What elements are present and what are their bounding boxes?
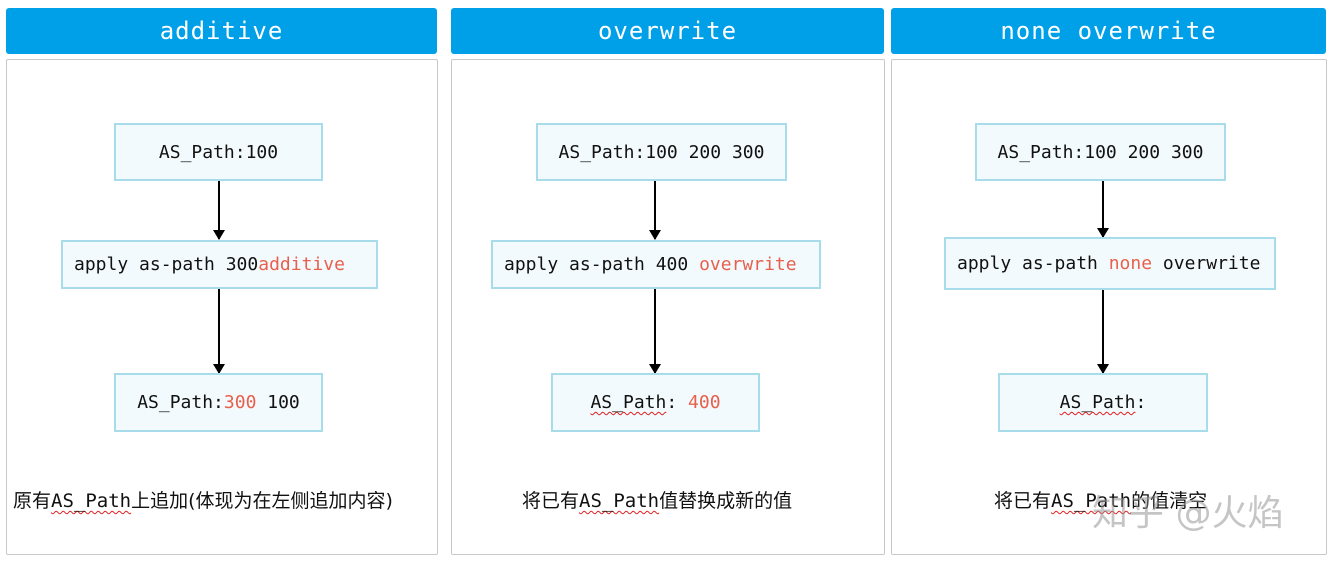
command-keyword: none bbox=[1108, 253, 1153, 274]
result-label: AS_Path: bbox=[137, 392, 224, 413]
input-as-path-box: AS_Path:100 200 300 bbox=[536, 123, 787, 181]
caption-overwrite: 将已有AS_Path值替换成新的值 bbox=[522, 486, 792, 513]
apply-command-box: apply as-path 300 additive bbox=[61, 240, 378, 289]
command-text: apply as-path 400 bbox=[504, 254, 700, 275]
caption-text: 原有 bbox=[13, 490, 52, 512]
result-new-value: 400 bbox=[688, 392, 721, 413]
input-as-path-text: AS_Path:100 bbox=[158, 141, 279, 163]
caption-text: 值替换成新的值 bbox=[659, 490, 793, 512]
caption-term: AS_Path bbox=[579, 490, 660, 512]
result-prepended-value: 300 bbox=[223, 392, 257, 413]
flow-arrow bbox=[213, 181, 225, 240]
input-as-path-box: AS_Path:100 bbox=[114, 123, 323, 181]
command-text-suffix: overwrite bbox=[1152, 253, 1261, 274]
column-header-overwrite: overwrite bbox=[451, 8, 884, 54]
command-keyword: overwrite bbox=[699, 254, 797, 275]
flow-arrow bbox=[213, 289, 225, 374]
result-as-path-box: AS_Path: 400 bbox=[551, 373, 760, 432]
result-label: AS_Path bbox=[590, 392, 667, 413]
caption-text: 上追加(体现为在左侧追加内容) bbox=[131, 490, 393, 512]
result-label: AS_Path bbox=[1059, 392, 1136, 413]
caption-term: AS_Path bbox=[51, 490, 132, 512]
command-keyword: additive bbox=[258, 254, 345, 275]
column-header-additive: additive bbox=[6, 8, 437, 54]
result-original-value: 100 bbox=[256, 392, 300, 413]
result-as-path-box: AS_Path:300 100 bbox=[114, 373, 323, 432]
input-as-path-text: AS_Path:100 200 300 bbox=[558, 141, 765, 163]
caption-text: 将已有 bbox=[522, 490, 580, 512]
flow-arrow bbox=[1097, 181, 1109, 238]
command-text: apply as-path bbox=[957, 253, 1109, 274]
caption-text: 的值清空 bbox=[1131, 490, 1208, 512]
caption-term: AS_Path bbox=[1051, 490, 1132, 512]
input-as-path-text: AS_Path:100 200 300 bbox=[997, 141, 1204, 163]
caption-text: 将已有 bbox=[994, 490, 1052, 512]
command-text: apply as-path 300 bbox=[74, 254, 259, 275]
column-header-none-overwrite: none overwrite bbox=[891, 8, 1326, 54]
result-as-path-box: AS_Path: bbox=[998, 373, 1208, 432]
result-separator: : bbox=[1135, 392, 1147, 413]
result-separator: : bbox=[666, 392, 689, 413]
caption-additive: 原有AS_Path上追加(体现为在左侧追加内容) bbox=[13, 486, 393, 513]
caption-none-overwrite: 将已有AS_Path的值清空 bbox=[994, 486, 1207, 513]
flow-arrow bbox=[649, 181, 661, 240]
apply-command-box: apply as-path none overwrite bbox=[944, 237, 1276, 290]
flow-arrow bbox=[649, 289, 661, 374]
apply-command-box: apply as-path 400 overwrite bbox=[491, 240, 821, 289]
input-as-path-box: AS_Path:100 200 300 bbox=[975, 123, 1226, 181]
flow-arrow bbox=[1097, 290, 1109, 374]
